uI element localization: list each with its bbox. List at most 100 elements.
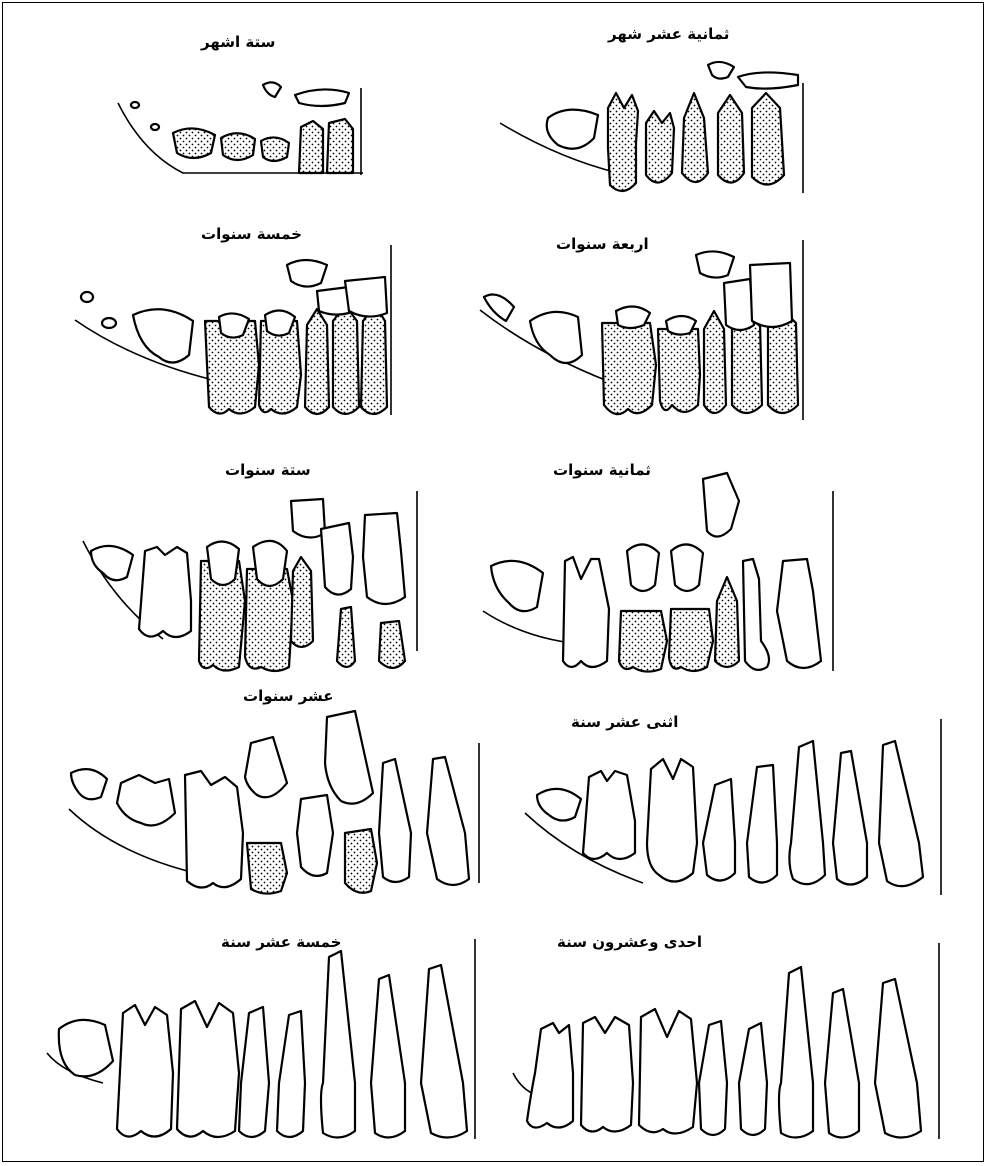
tooth-germ bbox=[71, 769, 107, 799]
central-incisor-germ bbox=[363, 513, 405, 604]
primary-molar bbox=[619, 611, 667, 672]
dentition-drawing bbox=[83, 461, 428, 676]
dentition-drawing bbox=[73, 225, 403, 420]
dentition-drawing bbox=[43, 933, 483, 1148]
panel-18-months: ثمانية عشر شهر bbox=[498, 23, 818, 203]
panel-8-years: ثمانية سنوات bbox=[481, 461, 841, 676]
canine-germ bbox=[696, 251, 734, 277]
premolar-germ bbox=[265, 310, 295, 335]
jaw-line bbox=[483, 611, 571, 643]
dentition-drawing bbox=[65, 683, 495, 898]
primary-incisor bbox=[361, 305, 387, 414]
primary-incisor bbox=[327, 119, 353, 173]
central-incisor bbox=[427, 757, 469, 885]
lateral-incisor bbox=[379, 759, 411, 882]
premolar bbox=[277, 1011, 305, 1137]
primary-canine bbox=[261, 137, 289, 161]
primary-canine bbox=[704, 311, 726, 413]
permanent-molar-crown bbox=[530, 312, 582, 363]
panel-21-years: احدى وعشرون سنة bbox=[513, 933, 953, 1143]
primary-molar bbox=[221, 133, 255, 160]
canine-germ bbox=[325, 711, 373, 804]
premolar-germ bbox=[245, 737, 287, 797]
primary-molar bbox=[608, 93, 638, 191]
tooth-crypt bbox=[131, 102, 139, 108]
premolar-germ bbox=[219, 313, 249, 337]
erupting-second-molar bbox=[117, 775, 175, 825]
canine-germ bbox=[287, 260, 327, 287]
premolar-germ bbox=[627, 544, 659, 591]
premolar bbox=[739, 1023, 767, 1135]
canine-germ bbox=[291, 499, 325, 538]
primary-incisor bbox=[299, 121, 323, 173]
tooth-germ bbox=[738, 72, 798, 88]
tooth-germ bbox=[708, 62, 734, 79]
tooth-crypt bbox=[81, 292, 93, 302]
premolar-germ bbox=[666, 316, 696, 335]
incisor-germ bbox=[317, 287, 349, 315]
premolar-germ bbox=[207, 541, 239, 585]
tooth-germ bbox=[295, 89, 349, 106]
primary-molar bbox=[602, 323, 656, 414]
tooth-crypt bbox=[151, 124, 159, 130]
premolar bbox=[699, 1021, 727, 1135]
primary-molar bbox=[173, 128, 215, 158]
third-molar-germ bbox=[59, 1020, 113, 1077]
premolar-germ bbox=[616, 306, 650, 328]
primary-canine bbox=[715, 577, 739, 667]
panel-6-months: ستة اشهر bbox=[113, 23, 373, 188]
primary-canine bbox=[682, 93, 708, 182]
central-incisor bbox=[875, 979, 921, 1138]
tooth-germ bbox=[263, 82, 281, 97]
premolar bbox=[703, 779, 735, 881]
dentition-drawing bbox=[478, 225, 818, 425]
premolar-germ bbox=[253, 541, 287, 586]
second-molar bbox=[117, 1005, 173, 1137]
primary-incisor bbox=[337, 607, 355, 667]
primary-molar bbox=[247, 843, 287, 894]
panel-4-years: اربعة سنوات bbox=[478, 225, 818, 425]
primary-molar bbox=[646, 111, 674, 183]
lateral-incisor bbox=[825, 989, 859, 1138]
first-molar bbox=[177, 1001, 239, 1137]
incisor-germ bbox=[345, 277, 387, 317]
canine bbox=[789, 741, 825, 884]
erupting-second-molar bbox=[537, 789, 581, 821]
central-incisor bbox=[879, 741, 923, 886]
premolar bbox=[747, 765, 777, 883]
incisor-germ bbox=[724, 279, 754, 330]
erupting-second-molar bbox=[491, 561, 543, 611]
erupting-second-molar bbox=[91, 546, 133, 580]
panel-15-years: خمسة عشر سنة bbox=[43, 933, 483, 1148]
primary-molar bbox=[669, 609, 713, 671]
dentition-drawing bbox=[523, 713, 953, 903]
panel-12-years: اثنى عشر سنة bbox=[523, 713, 953, 903]
lateral-incisor bbox=[371, 975, 405, 1138]
primary-incisor bbox=[379, 621, 405, 668]
dentition-drawing bbox=[513, 933, 953, 1143]
premolar-germ bbox=[671, 544, 703, 591]
tooth-crypt bbox=[102, 318, 116, 328]
canine-germ bbox=[703, 473, 739, 537]
erupting-molar bbox=[547, 110, 598, 149]
primary-canine bbox=[291, 557, 313, 647]
primary-incisor bbox=[752, 93, 784, 185]
dentition-drawing bbox=[498, 23, 818, 203]
dentition-drawing bbox=[113, 23, 373, 188]
central-incisor bbox=[777, 559, 821, 668]
panel-10-years: عشر سنوات bbox=[65, 683, 495, 898]
premolar bbox=[239, 1007, 269, 1137]
central-incisor bbox=[421, 965, 467, 1138]
permanent-molar-crown bbox=[133, 309, 193, 362]
third-molar bbox=[527, 1023, 573, 1128]
lateral-incisor bbox=[743, 559, 769, 670]
first-molar bbox=[639, 1009, 697, 1134]
incisor-germ bbox=[750, 263, 792, 327]
first-permanent-molar bbox=[185, 771, 243, 888]
primary-canine bbox=[345, 829, 377, 893]
dentition-drawing bbox=[481, 461, 841, 676]
lateral-incisor bbox=[833, 751, 867, 885]
panel-5-years: خمسة سنوات bbox=[73, 225, 403, 420]
premolar bbox=[297, 795, 333, 876]
